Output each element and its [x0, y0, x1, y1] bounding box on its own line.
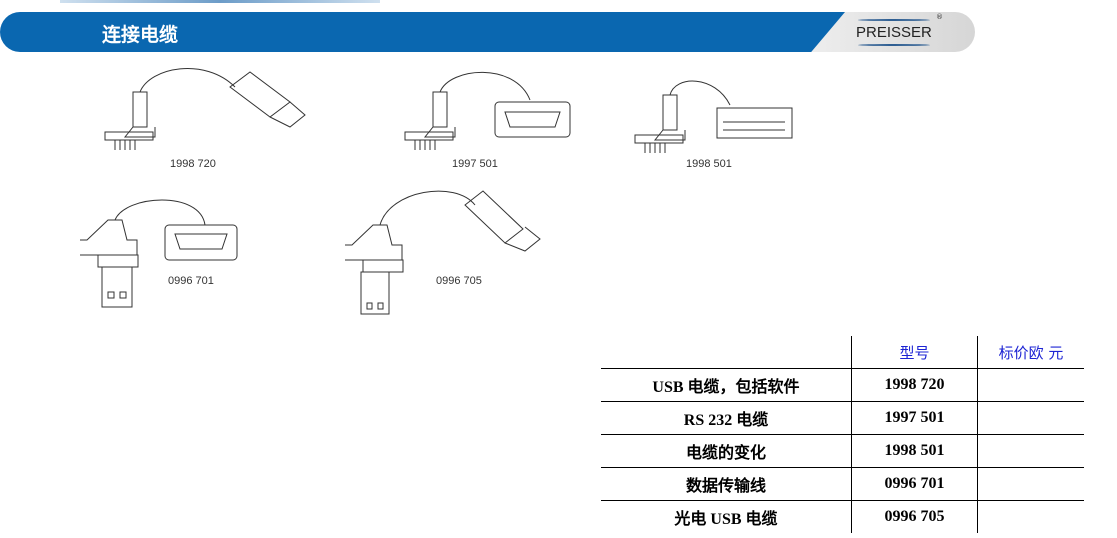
header-model: 型号 — [851, 336, 978, 369]
preisser-logo: PREISSER — [856, 24, 932, 41]
cable-image-1997-501 — [404, 71, 571, 150]
row-code: 1998 720 — [851, 368, 978, 402]
row-price — [977, 500, 1084, 533]
header-name — [601, 336, 852, 369]
registered-mark: ® — [936, 13, 943, 21]
row-price — [977, 467, 1084, 501]
header-banner — [0, 12, 845, 52]
cable-code-label: 0996 705 — [436, 275, 482, 287]
row-name: 数据传输线 — [601, 467, 852, 501]
cable-code-label: 1998 720 — [170, 158, 216, 170]
cable-code-label: 1997 501 — [452, 158, 498, 170]
page-title: 连接电缆 — [102, 24, 179, 46]
row-code: 1998 501 — [851, 434, 978, 468]
row-price — [977, 368, 1084, 402]
row-name: RS 232 电缆 — [601, 401, 852, 435]
row-code: 0996 701 — [851, 467, 978, 501]
cable-image-1998-720 — [104, 68, 306, 150]
cable-image-1998-501 — [634, 80, 793, 153]
table-row: 光电 USB 电缆 0996 705 — [601, 500, 1084, 533]
row-price — [977, 401, 1084, 435]
row-code: 0996 705 — [851, 500, 978, 533]
logo-swoosh-top — [858, 19, 930, 21]
row-name: 光电 USB 电缆 — [674, 511, 778, 528]
header-price: 标价欧 元 — [977, 336, 1084, 369]
row-price — [977, 434, 1084, 468]
logo-swoosh-bottom — [858, 44, 930, 46]
row-name: 电缆的变化 — [601, 434, 852, 468]
cable-code-label: 1998 501 — [686, 158, 732, 170]
table-header-row: 型号 标价欧 元 — [601, 336, 1084, 369]
row-code: 1997 501 — [851, 401, 978, 435]
top-decoration — [60, 0, 380, 3]
cable-code-label: 0996 701 — [168, 275, 214, 287]
row-name: USB 电缆，包括软件 — [601, 368, 852, 402]
cable-image-0996-701 — [80, 199, 238, 308]
cable-image-0996-705 — [345, 190, 541, 315]
